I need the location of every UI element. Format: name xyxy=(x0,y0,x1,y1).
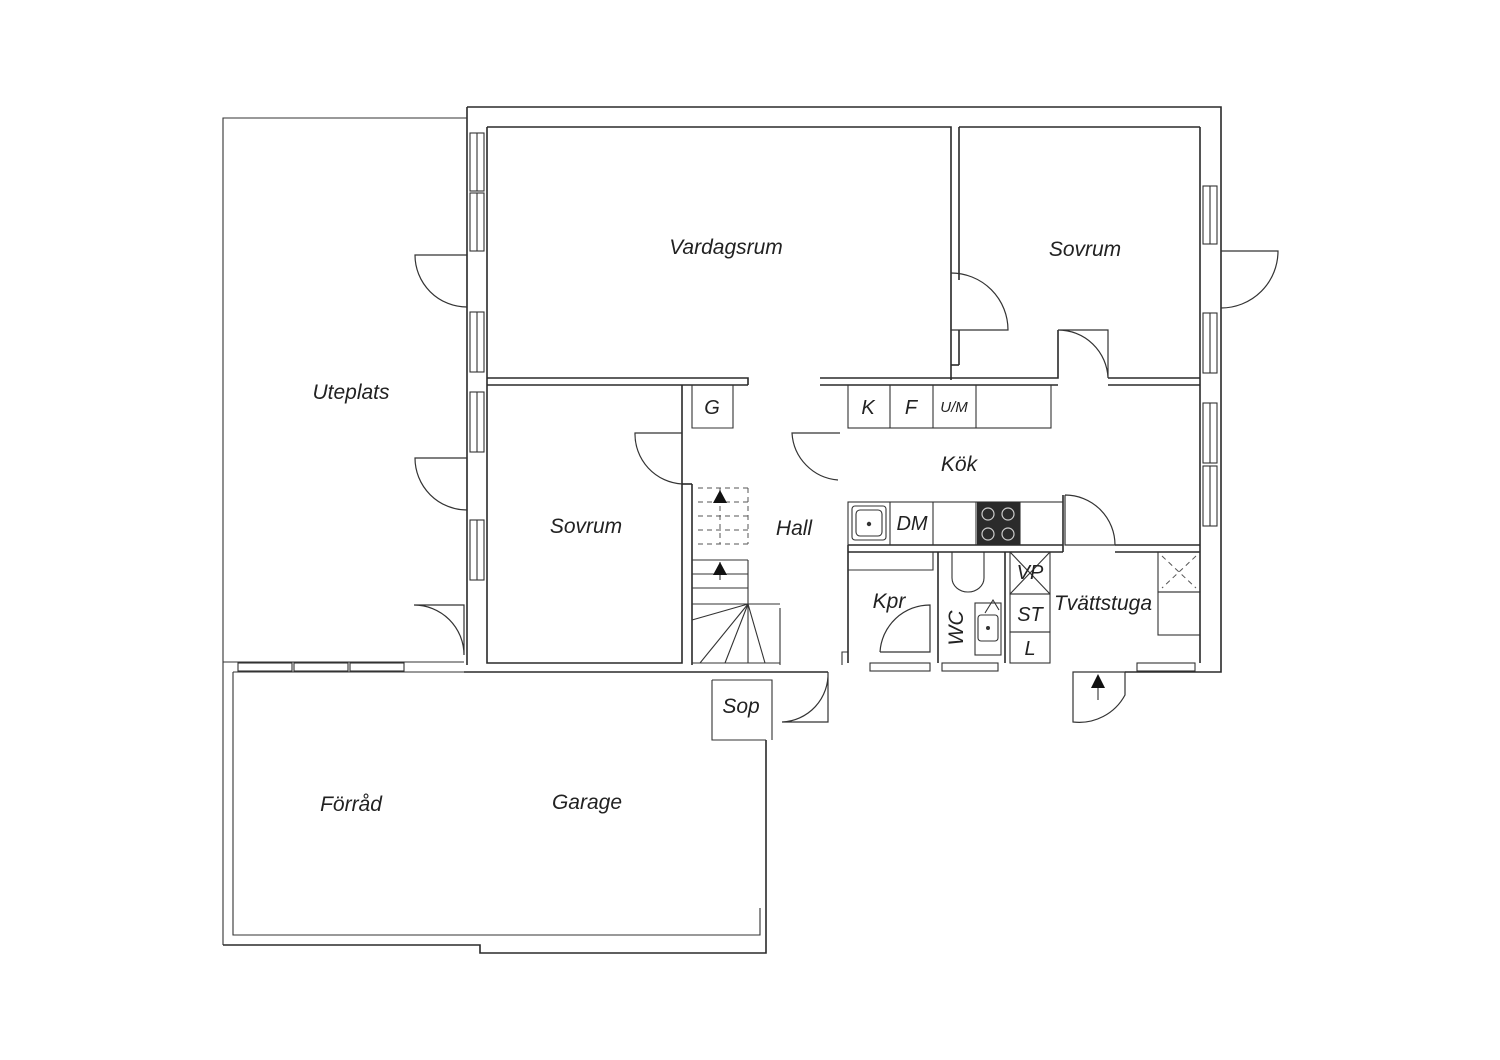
garage-area xyxy=(223,671,773,954)
uteplats-area xyxy=(222,117,467,945)
washbasin-icon xyxy=(974,598,1002,656)
room-label-sovrum-lower: Sovrum xyxy=(550,515,622,538)
kitchen-lower-counter xyxy=(847,501,1064,546)
interior-walls xyxy=(487,330,1200,665)
toilet-icon xyxy=(951,552,985,593)
fixture-label-l: L xyxy=(1024,638,1035,660)
fixture-label-st: ST xyxy=(1017,604,1044,626)
stairs[interactable] xyxy=(691,487,780,664)
room-label-sovrum-upper: Sovrum xyxy=(1049,238,1121,261)
fixture-label-g: G xyxy=(704,397,720,419)
room-label-vardagsrum: Vardagsrum xyxy=(669,236,783,259)
room-label-forrad: Förråd xyxy=(320,793,383,816)
fixture-label-dm: DM xyxy=(896,513,927,535)
room-label-garage: Garage xyxy=(552,791,622,814)
room-label-kok: Kök xyxy=(941,453,979,476)
fixture-label-f: F xyxy=(905,397,919,419)
windows xyxy=(237,132,1218,672)
room-label-tvattstuga: Tvättstuga xyxy=(1054,592,1152,615)
room-label-wc: WC xyxy=(945,610,968,646)
pantry-shelf xyxy=(848,552,934,571)
room-label-uteplats: Uteplats xyxy=(312,381,390,404)
room-label-sop: Sop xyxy=(722,695,759,718)
room-label-hall: Hall xyxy=(776,517,814,540)
stove-icon xyxy=(977,502,1020,545)
exterior-walls xyxy=(464,106,1222,673)
kitchen-upper-counter xyxy=(847,384,1052,429)
doors xyxy=(413,250,1279,723)
sink-icon xyxy=(851,505,887,541)
room-label-kpr: Kpr xyxy=(873,590,907,613)
fixture-label-k: K xyxy=(861,397,876,419)
fixture-label-vp: VP xyxy=(1017,562,1044,584)
entrance-arrow-icon xyxy=(1091,674,1105,700)
laundry-units xyxy=(1009,551,1201,664)
fixture-label-um: U/M xyxy=(940,399,968,416)
